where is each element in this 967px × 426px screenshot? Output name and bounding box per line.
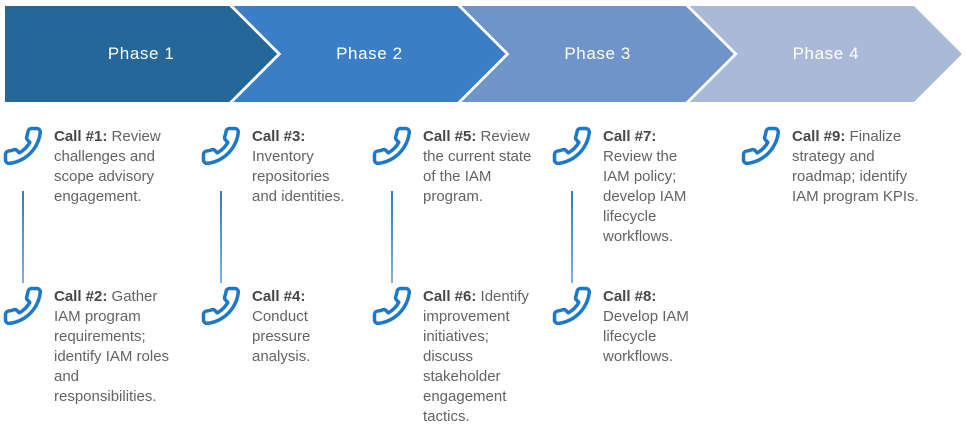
phone-icon [551,285,593,327]
call-9-description: Finalize strategy and roadmap; identify … [792,128,919,205]
phase-1-label: Phase 1 [107,44,175,63]
phase-3-label: Phase 3 [564,44,631,63]
call-8-text: Call #8: Develop IAM lifecycle workflows… [603,287,708,367]
call-5-title: Call #5: [423,128,477,145]
call-5-text: Call #5: Review the current state of the… [423,127,541,207]
connector-line [571,191,573,283]
call-3-description: Inventory repositories and identities. [252,148,345,205]
phone-icon [200,285,242,327]
phone-icon [200,125,242,167]
call-item-9: Call #9: Finalize strategy and roadmap; … [740,125,924,207]
call-6-text: Call #6: Identify improvement initiative… [423,287,541,426]
phase-2-label: Phase 2 [336,44,403,63]
call-6-description: Identify improvement initiatives; discus… [423,288,529,425]
call-column-5: Call #9: Finalize strategy and roadmap; … [740,115,924,426]
call-4-description: Conduct pressure analysis. [252,308,311,365]
call-column-1: Call #1: Review challenges and scope adv… [2,115,180,426]
call-item-8: Call #8: Develop IAM lifecycle workflows… [551,285,711,367]
phase-4-label: Phase 4 [792,44,860,63]
call-7-title: Call #7: [603,128,657,145]
call-2-title: Call #2: [54,288,108,305]
call-5-description: Review the current state of the IAM prog… [423,128,532,205]
call-column-3: Call #5: Review the current state of the… [371,115,545,426]
call-column-2: Call #3: Inventory repositories and iden… [200,115,352,426]
call-3-text: Call #3: Inventory repositories and iden… [252,127,349,207]
phone-icon [740,125,782,167]
call-item-6: Call #6: Identify improvement initiative… [371,285,545,426]
phone-icon [371,285,413,327]
call-8-description: Develop IAM lifecycle workflows. [603,308,689,365]
call-item-2: Call #2: Gather IAM program requirements… [2,285,180,407]
phone-icon [2,285,44,327]
call-column-4: Call #7: Review the IAM policy; develop … [551,115,711,426]
call-item-5: Call #5: Review the current state of the… [371,125,545,207]
call-1-description: Review challenges and scope advisory eng… [54,128,161,205]
call-1-text: Call #1: Review challenges and scope adv… [54,127,176,207]
call-2-text: Call #2: Gather IAM program requirements… [54,287,176,407]
call-9-text: Call #9: Finalize strategy and roadmap; … [792,127,920,207]
call-6-title: Call #6: [423,288,477,305]
phase-band: Phase 1 Phase 2 Phase 3 Phase 4 [5,6,962,102]
call-1-title: Call #1: [54,128,108,145]
phone-icon [371,125,413,167]
call-item-4: Call #4: Conduct pressure analysis. [200,285,352,367]
phase-arrow-1: Phase 1 [5,6,277,102]
call-7-description: Review the IAM policy; develop IAM lifec… [603,148,687,245]
call-3-title: Call #3: [252,128,306,145]
call-item-7: Call #7: Review the IAM policy; develop … [551,125,711,247]
call-item-3: Call #3: Inventory repositories and iden… [200,125,352,207]
call-4-title: Call #4: [252,288,306,305]
call-2-description: Gather IAM program requirements; identif… [54,288,170,405]
call-4-text: Call #4: Conduct pressure analysis. [252,287,349,367]
call-7-text: Call #7: Review the IAM policy; develop … [603,127,708,247]
call-item-1: Call #1: Review challenges and scope adv… [2,125,180,207]
connector-line [391,191,393,283]
connector-line [220,191,222,283]
phone-icon [551,125,593,167]
call-8-title: Call #8: [603,288,657,305]
call-9-title: Call #9: [792,128,846,145]
connector-line [22,191,24,283]
phone-icon [2,125,44,167]
